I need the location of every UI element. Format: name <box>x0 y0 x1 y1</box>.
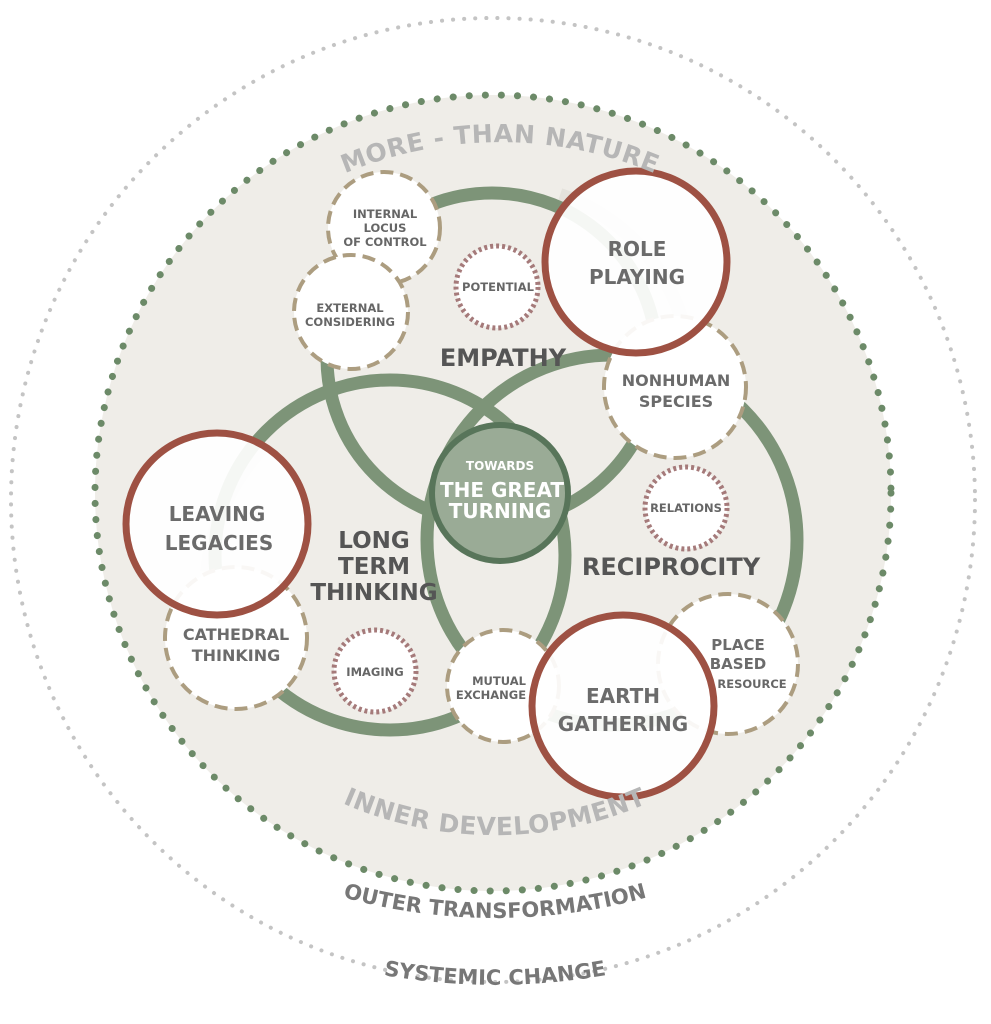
long-term-label-1: LONG <box>338 528 410 554</box>
internal-locus-label-1: INTERNAL <box>353 207 418 221</box>
leaving-legacies-label-2: LEGACIES <box>165 531 274 555</box>
imaging-label: IMAGING <box>346 665 403 679</box>
internal-locus-label-3: OF CONTROL <box>343 235 427 249</box>
place-based-label-1: PLACE <box>711 636 764 654</box>
place-based-label-3: RESOURCE <box>717 677 786 691</box>
center-line-2: THE GREAT <box>440 478 564 502</box>
center-line-3: TURNING <box>449 499 552 523</box>
center-circle <box>429 422 571 564</box>
relations-circle <box>642 464 730 552</box>
mutual-exchange-label-2: EXCHANGE <box>456 688 526 702</box>
role-playing-label-2: PLAYING <box>589 265 685 289</box>
external-considering-circle <box>292 253 410 371</box>
external-considering-label-2: CONSIDERING <box>305 315 395 329</box>
nonhuman-species-label-1: NONHUMAN <box>622 371 730 390</box>
role-playing-label-1: ROLE <box>608 237 667 261</box>
earth-gathering-label-2: GATHERING <box>558 712 688 736</box>
center-line-1: TOWARDS <box>466 459 534 473</box>
leaving-legacies-circle <box>122 429 312 619</box>
potential-circle <box>453 243 541 331</box>
cathedral-thinking-label-1: CATHEDRAL <box>183 625 289 644</box>
empathy-label: EMPATHY <box>440 344 567 372</box>
internal-locus-label-2: LOCUS <box>364 221 407 235</box>
reciprocity-label: RECIPROCITY <box>582 553 761 581</box>
systemic-change-label: SYSTEMIC CHANGE <box>383 956 608 990</box>
potential-label: POTENTIAL <box>462 280 535 294</box>
external-considering-label-1: EXTERNAL <box>316 301 384 315</box>
earth-gathering-circle <box>528 611 718 801</box>
outer-dotted-ring <box>9 16 977 984</box>
relations-label: RELATIONS <box>650 501 722 515</box>
long-term-label-2: TERM <box>338 554 410 580</box>
role-playing-circle <box>541 167 731 357</box>
place-based-label-2: BASED <box>710 655 767 673</box>
cathedral-thinking-label-2: THINKING <box>192 646 281 665</box>
mutual-exchange-label-1: MUTUAL <box>472 674 527 688</box>
nonhuman-species-label-2: SPECIES <box>639 392 713 411</box>
imaging-circle <box>331 627 419 715</box>
long-term-label-3: THINKING <box>310 580 437 606</box>
earth-gathering-label-1: EARTH <box>586 684 660 708</box>
leaving-legacies-label-1: LEAVING <box>169 502 266 526</box>
